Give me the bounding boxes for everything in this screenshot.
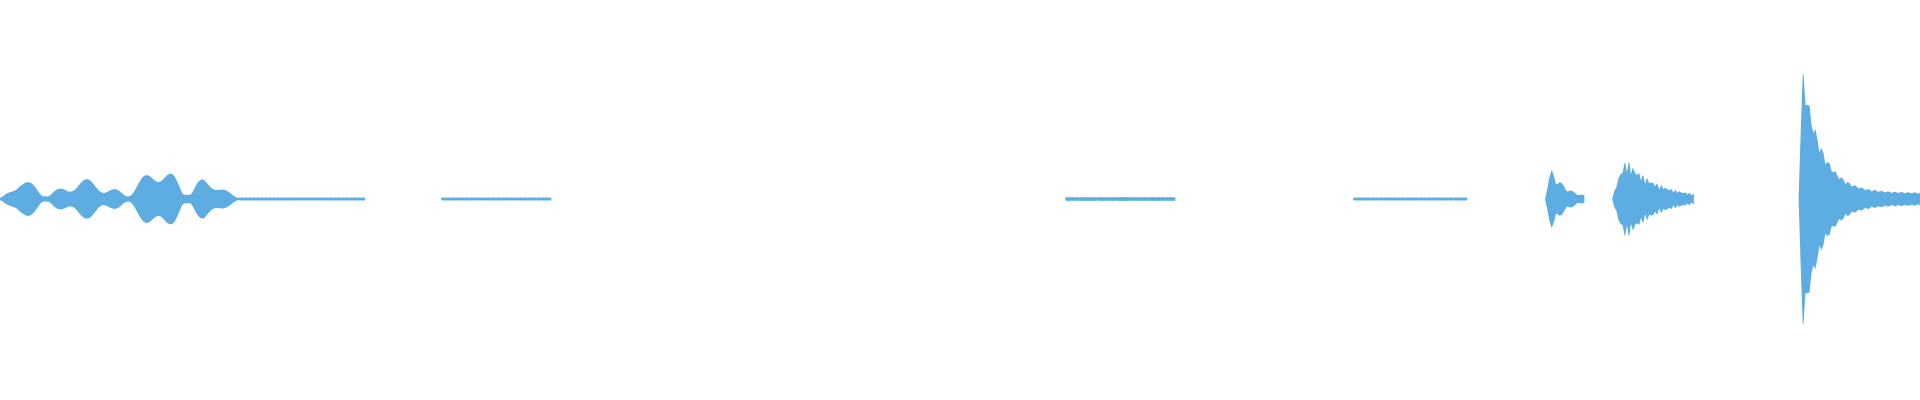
waveform-segment-noise [1353, 197, 1468, 201]
waveform-segment-burst [1612, 162, 1694, 236]
waveform-segment-noise [1065, 196, 1176, 202]
waveform-segment-burst [1545, 169, 1585, 229]
waveform-segment-transient [1798, 74, 1920, 324]
waveform-segment-noise [239, 197, 366, 201]
waveform-segment-noise [441, 197, 552, 201]
